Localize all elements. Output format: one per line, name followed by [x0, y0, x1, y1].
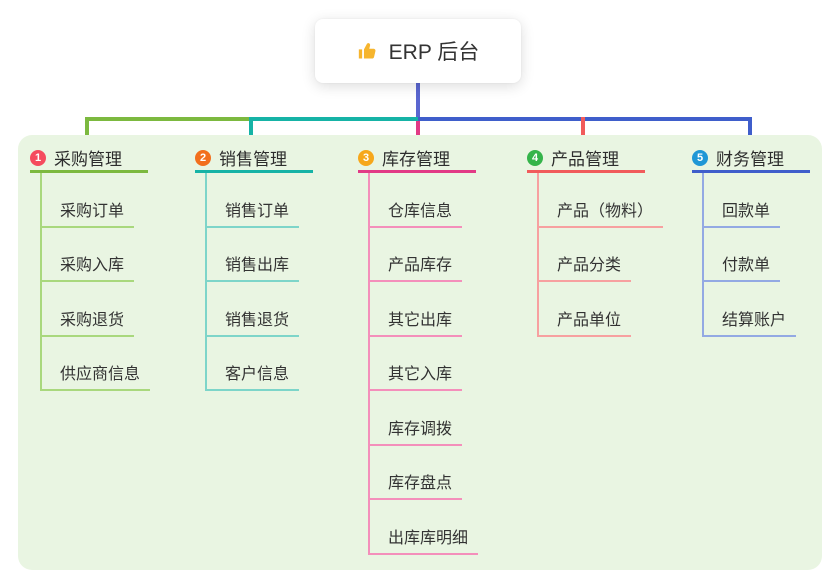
branch-children: 回款单 付款单 结算账户: [702, 173, 797, 337]
branches-panel: [18, 135, 822, 570]
child-label: 回款单: [722, 202, 771, 220]
child-node[interactable]: 产品单位: [539, 282, 632, 337]
branch-number-badge: 5: [692, 149, 708, 166]
child-node[interactable]: 销售退货: [207, 282, 300, 337]
branch-header-purchase[interactable]: 1 采购管理: [30, 145, 148, 173]
child-label: 采购订单: [60, 202, 125, 220]
connector-bus-teal: [253, 117, 418, 121]
branch-inventory: 3 库存管理 仓库信息 产品库存 其它出库 其它入库 库存调拨 库存盘点 出库库…: [358, 145, 479, 555]
branch-label: 采购管理: [54, 150, 122, 169]
root-label: ERP 后台: [388, 41, 480, 64]
child-label: 销售出库: [225, 257, 290, 274]
child-node[interactable]: 供应商信息: [42, 337, 151, 391]
child-node[interactable]: 销售出库: [207, 228, 300, 282]
branch-children: 采购订单 采购入库 采购退货 供应商信息: [40, 173, 151, 391]
child-label: 产品单位: [557, 311, 622, 329]
child-label: 结算账户: [722, 311, 787, 329]
child-label: 出库库明细: [388, 529, 469, 547]
branch-children: 仓库信息 产品库存 其它出库 其它入库 库存调拨 库存盘点 出库库明细: [368, 173, 479, 555]
branch-number-badge: 2: [195, 149, 211, 166]
child-label: 采购入库: [60, 257, 125, 274]
connector-bus-green: [85, 117, 253, 121]
child-node[interactable]: 结算账户: [704, 282, 797, 337]
child-label: 仓库信息: [388, 202, 453, 220]
child-label: 供应商信息: [60, 366, 141, 383]
branch-number-badge: 4: [527, 149, 543, 166]
branch-header-sales[interactable]: 2 销售管理: [195, 145, 313, 173]
child-label: 产品库存: [388, 257, 453, 274]
connector-root-drop: [416, 83, 420, 119]
branch-purchase: 1 采购管理 采购订单 采购入库 采购退货 供应商信息: [30, 145, 151, 391]
child-node[interactable]: 采购退货: [42, 282, 135, 337]
branch-product: 4 产品管理 产品（物料） 产品分类 产品单位: [527, 145, 664, 337]
child-label: 库存盘点: [388, 475, 453, 492]
child-node[interactable]: 产品分类: [539, 228, 632, 282]
child-node[interactable]: 其它出库: [370, 282, 463, 337]
branch-header-product[interactable]: 4 产品管理: [527, 145, 645, 173]
child-label: 库存调拨: [388, 420, 453, 438]
child-label: 销售订单: [225, 202, 290, 220]
thumbs-up-icon: [357, 40, 379, 62]
branch-children: 产品（物料） 产品分类 产品单位: [537, 173, 664, 337]
child-node[interactable]: 库存调拨: [370, 391, 463, 446]
branch-label: 财务管理: [716, 150, 784, 169]
connector-drop-inventory: [416, 121, 420, 148]
child-label: 采购退货: [60, 311, 125, 329]
child-node[interactable]: 产品（物料）: [539, 173, 664, 228]
branch-number-badge: 3: [358, 149, 374, 166]
child-label: 产品分类: [557, 257, 622, 274]
branch-label: 产品管理: [551, 150, 619, 169]
connector-drop-sales: [249, 117, 253, 148]
child-label: 其它入库: [388, 366, 453, 383]
connector-drop-purchase: [85, 117, 89, 148]
branch-header-finance[interactable]: 5 财务管理: [692, 145, 810, 173]
child-label: 产品（物料）: [557, 202, 654, 220]
child-node[interactable]: 仓库信息: [370, 173, 463, 228]
child-node[interactable]: 其它入库: [370, 337, 463, 391]
child-node[interactable]: 采购订单: [42, 173, 135, 228]
branch-label: 库存管理: [382, 150, 450, 169]
connector-drop-finance: [748, 117, 752, 148]
branch-label: 销售管理: [219, 150, 287, 169]
child-label: 其它出库: [388, 311, 453, 329]
branch-finance: 5 财务管理 回款单 付款单 结算账户: [692, 145, 810, 337]
branch-children: 销售订单 销售出库 销售退货 客户信息: [205, 173, 300, 391]
child-node[interactable]: 付款单: [704, 228, 781, 282]
child-node[interactable]: 采购入库: [42, 228, 135, 282]
branch-sales: 2 销售管理 销售订单 销售出库 销售退货 客户信息: [195, 145, 313, 391]
child-node[interactable]: 库存盘点: [370, 446, 463, 500]
child-node[interactable]: 产品库存: [370, 228, 463, 282]
root-node[interactable]: ERP 后台: [315, 19, 521, 83]
child-node[interactable]: 回款单: [704, 173, 781, 228]
connector-bus-blue: [418, 117, 752, 121]
child-node[interactable]: 客户信息: [207, 337, 300, 391]
child-label: 客户信息: [225, 366, 290, 383]
child-node[interactable]: 出库库明细: [370, 500, 479, 555]
branch-header-inventory[interactable]: 3 库存管理: [358, 145, 476, 173]
child-node[interactable]: 销售订单: [207, 173, 300, 228]
child-label: 销售退货: [225, 311, 290, 329]
child-label: 付款单: [722, 257, 771, 274]
branch-number-badge: 1: [30, 149, 46, 166]
connector-drop-product: [581, 117, 585, 148]
